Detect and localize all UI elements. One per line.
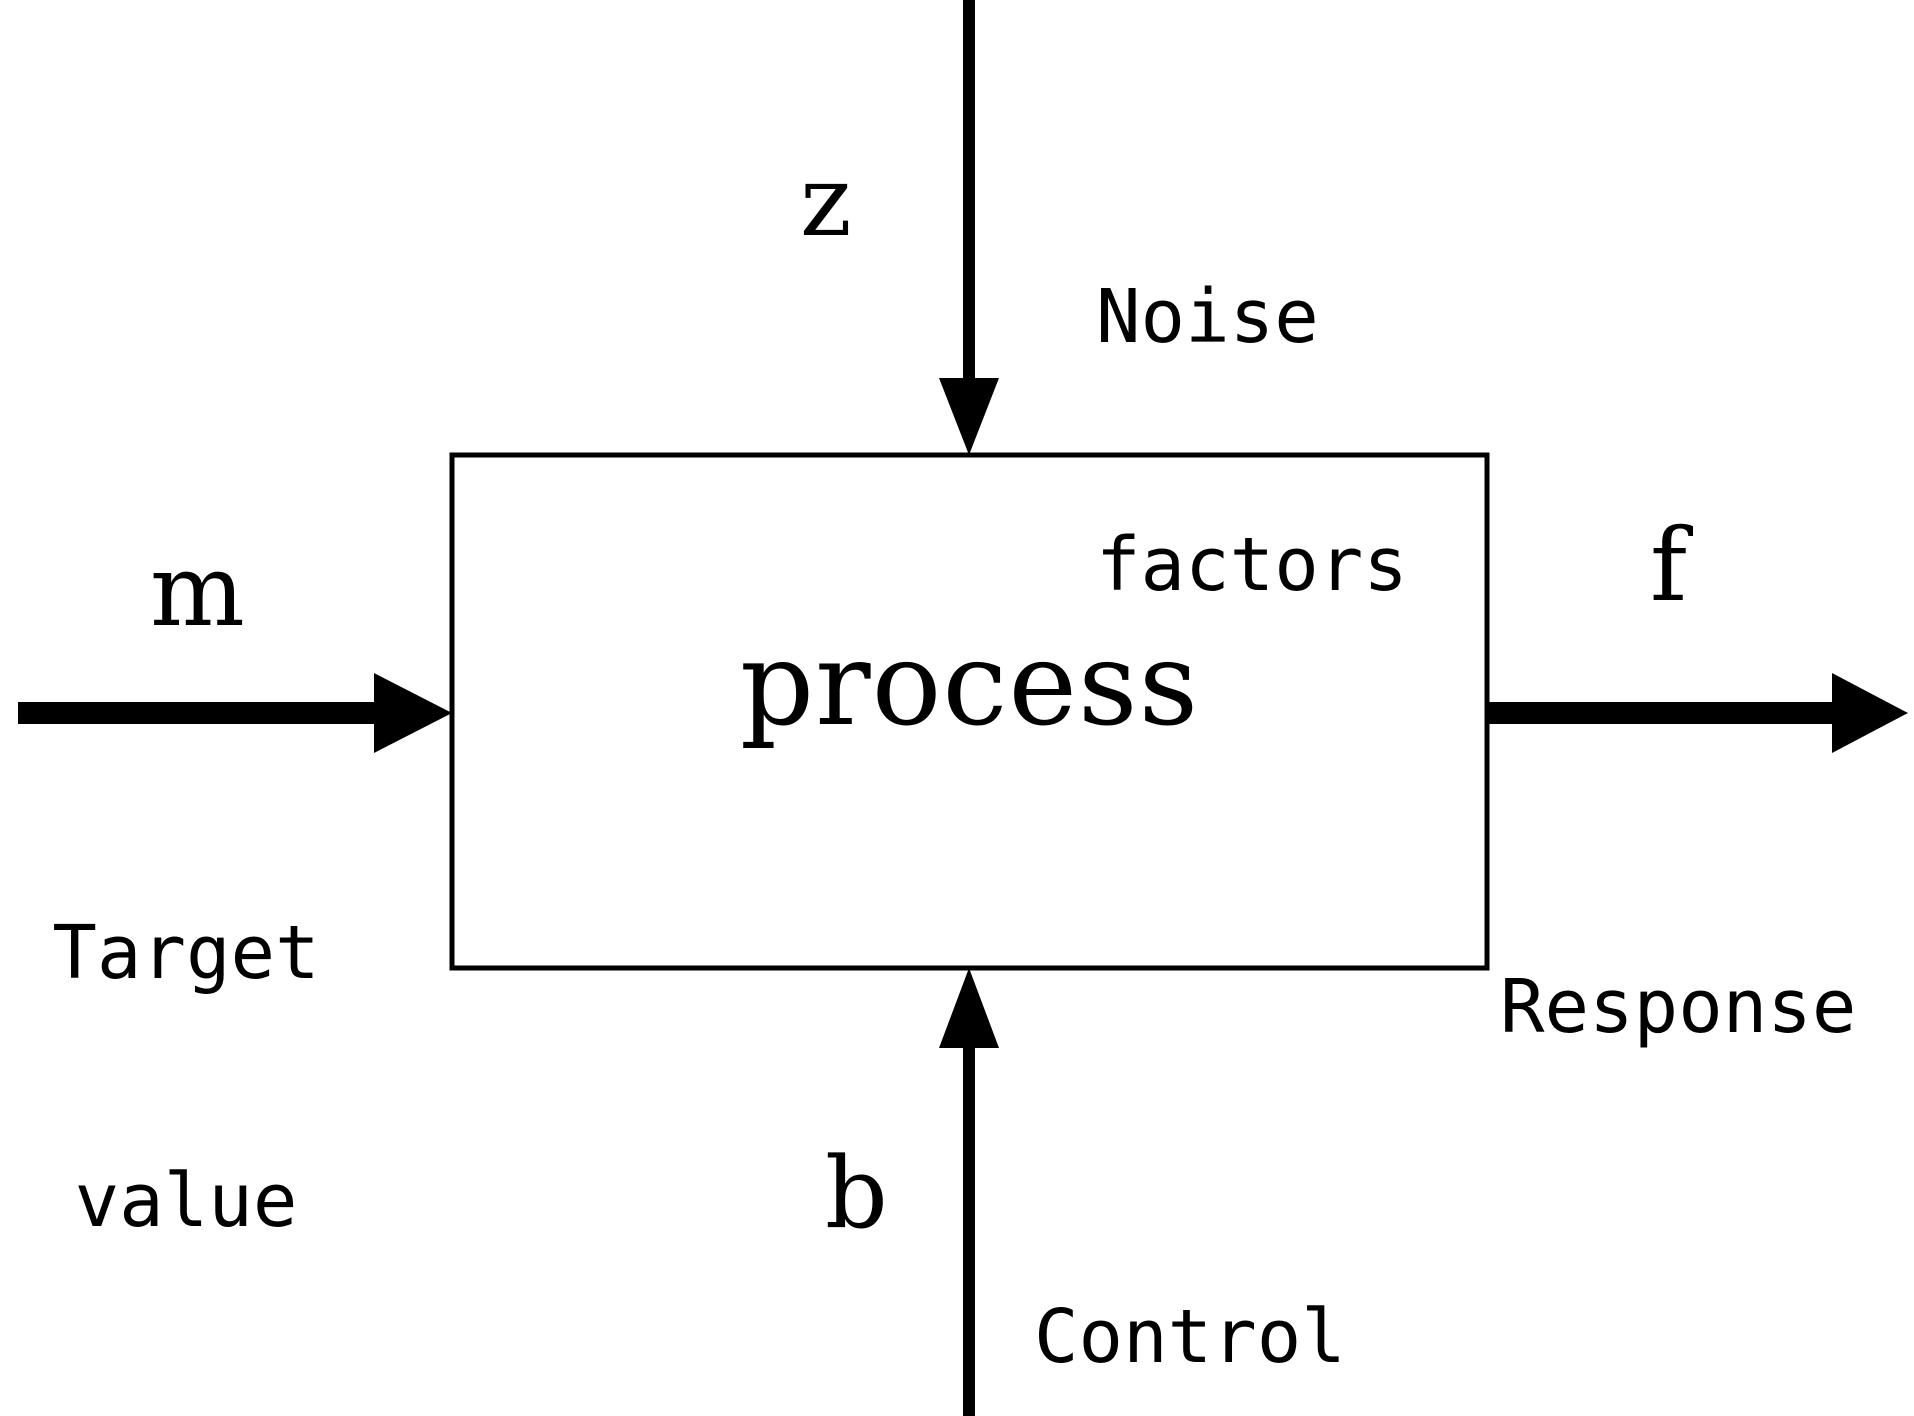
process-block[interactable] xyxy=(449,452,1490,971)
process-block-label: process xyxy=(739,617,1200,752)
response-label: Response xyxy=(1500,800,1856,1214)
noise-arrow xyxy=(939,0,999,455)
target-value-line-1: Target xyxy=(52,909,320,996)
control-symbol-label: b xyxy=(825,1137,888,1251)
control-arrow xyxy=(939,968,999,1416)
target-value-label: Target value xyxy=(46,746,326,1409)
target-value-line-2: value xyxy=(74,1158,298,1245)
response-arrow xyxy=(1487,673,1908,753)
control-factors-label: Control factors xyxy=(1034,1130,1346,1416)
noise-factors-line-1: Noise xyxy=(1096,273,1319,360)
control-factors-line-1: Control xyxy=(1034,1293,1346,1380)
noise-factors-line-2: factors xyxy=(1096,522,1408,609)
target-arrow xyxy=(18,673,452,753)
target-symbol-label: m xyxy=(150,532,245,649)
noise-symbol-label: z xyxy=(800,145,852,259)
noise-factors-label: Noise factors xyxy=(1096,110,1408,773)
response-line-1: Response xyxy=(1500,963,1857,1050)
response-symbol-label: f xyxy=(1650,507,1688,624)
